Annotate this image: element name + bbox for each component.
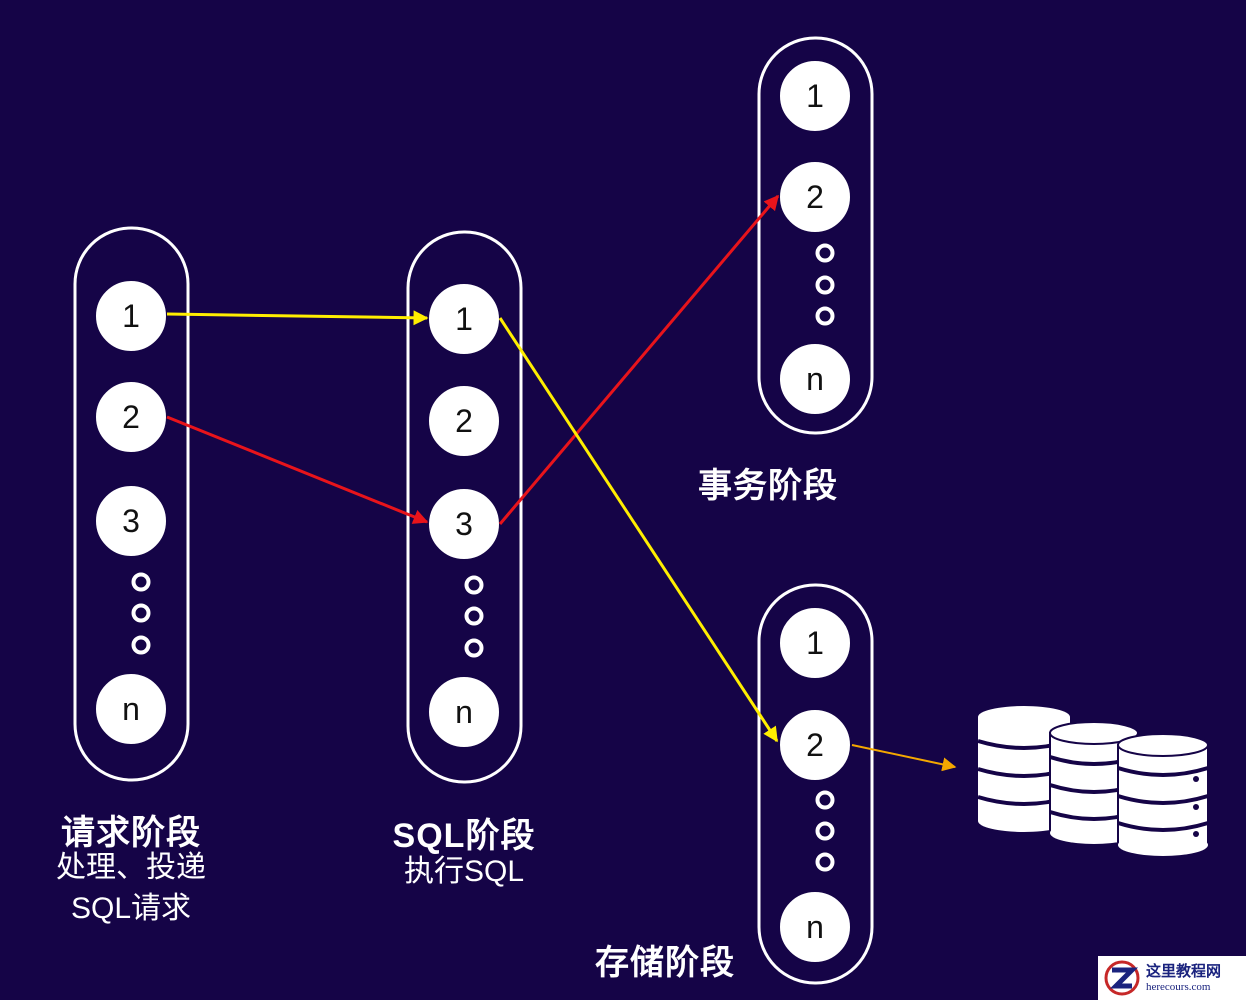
transaction-node-2-label: 2 [806,179,824,215]
arrow-storage2-to-database [851,744,957,772]
sql-node-n: n [427,675,501,749]
storage-node-1-label: 1 [806,625,824,661]
request-node-2: 2 [94,380,168,454]
request-stage-desc-line1: 处理、投递 [56,851,206,884]
storage-node-1: 1 [778,606,852,680]
transaction-stage-pill [757,36,874,435]
sql-node-2-label: 2 [455,403,473,439]
sql-node-1: 1 [427,282,501,356]
arrow-request1-to-sql1 [166,310,429,326]
arrow-sql3-to-transaction2 [498,194,780,525]
sql-node-n-label: n [455,694,473,730]
request-node-3: 3 [94,484,168,558]
site-logo-icon [1104,960,1140,996]
transaction-node-n: n [778,342,852,416]
sql-stage-pill [406,230,523,784]
request-node-n-label: n [122,691,140,727]
request-stage-desc-line2: SQL请求 [70,892,192,925]
sql-stage-column: 1 2 3 n [406,230,523,784]
request-ellipsis-dots [131,572,151,655]
request-node-2-label: 2 [122,399,140,435]
transaction-ellipsis-dots [815,243,835,326]
sql-stage-desc: 执行SQL [403,855,525,888]
sql-ellipsis-dots [464,575,484,658]
request-stage-title: 请求阶段 [61,814,201,852]
request-node-3-label: 3 [122,503,140,539]
transaction-node-1-label: 1 [806,78,824,114]
transaction-node-n-label: n [806,361,824,397]
request-stage-column: 1 2 3 n [73,226,190,782]
storage-ellipsis-dots [815,790,835,872]
transaction-stage-column: 1 2 n [757,36,874,435]
sql-node-1-label: 1 [455,301,473,337]
storage-node-2-label: 2 [806,727,824,763]
request-stage-pill [73,226,190,782]
watermark-site-url: herecours.com [1146,980,1211,993]
request-node-1: 1 [94,279,168,353]
transaction-node-2: 2 [778,160,852,234]
transaction-stage-title: 事务阶段 [698,467,838,505]
sql-stage-title: SQL阶段 [392,817,536,855]
storage-stage-pill [757,583,874,985]
request-node-1-label: 1 [122,298,140,334]
database-stack-icon [977,706,1209,856]
storage-node-n-label: n [806,909,824,945]
sql-node-2: 2 [427,384,501,458]
storage-stage-title: 存储阶段 [595,944,735,982]
arrow-sql1-to-storage2 [498,317,779,743]
sql-node-3: 3 [427,487,501,561]
arrow-request2-to-sql3 [166,415,429,524]
sql-node-3-label: 3 [455,506,473,542]
storage-node-n: n [778,890,852,964]
request-node-n: n [94,672,168,746]
watermark-site-name: 这里教程网 [1146,961,1222,980]
storage-stage-column: 1 2 n [757,583,874,985]
transaction-node-1: 1 [778,59,852,133]
storage-node-2: 2 [778,708,852,782]
site-watermark: 这里教程网 herecours.com [1098,956,1246,1000]
